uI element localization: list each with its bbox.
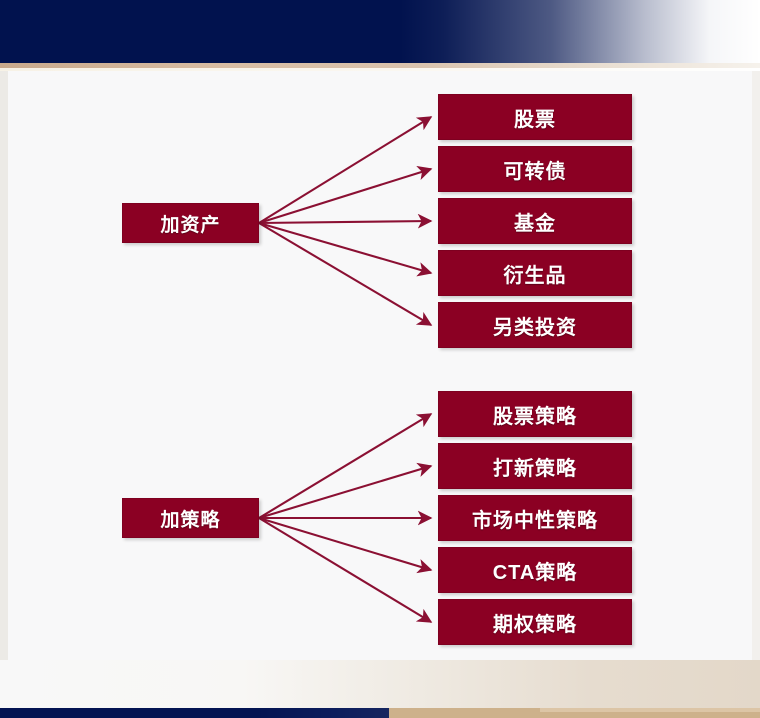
footer-navy-bar — [0, 708, 389, 718]
source-node-assets[interactable]: 加资产 — [122, 203, 259, 243]
footer-gold-bar-highlight — [540, 708, 760, 712]
arrow-strategies-1 — [258, 413, 433, 519]
left-margin-strip — [0, 71, 8, 686]
header-banner-gradient — [400, 0, 760, 63]
arrow-strategies-4 — [258, 516, 433, 574]
leaf-node-asset-2[interactable]: 可转债 — [438, 146, 632, 192]
arrow-assets-4 — [258, 221, 433, 277]
leaf-node-strategy-1[interactable]: 股票策略 — [438, 391, 632, 437]
leaf-node-strategy-3[interactable]: 市场中性策略 — [438, 495, 632, 541]
arrow-assets-5 — [258, 222, 433, 326]
arrow-strategies-2 — [258, 462, 433, 520]
footer-navy-bar-fade — [255, 708, 389, 718]
leaf-node-asset-1[interactable]: 股票 — [438, 94, 632, 140]
arrow-group-assets — [258, 116, 433, 326]
leaf-node-strategy-5[interactable]: 期权策略 — [438, 599, 632, 645]
leaf-node-asset-3[interactable]: 基金 — [438, 198, 632, 244]
leaf-node-asset-4[interactable]: 衍生品 — [438, 250, 632, 296]
leaf-node-strategy-4[interactable]: CTA策略 — [438, 547, 632, 593]
header-gold-rule-highlight — [0, 68, 760, 71]
footer-gradient-wash — [0, 660, 760, 708]
leaf-node-strategy-2[interactable]: 打新策略 — [438, 443, 632, 489]
header-gold-rule — [0, 63, 760, 68]
leaf-node-asset-5[interactable]: 另类投资 — [438, 302, 632, 348]
source-node-strategies[interactable]: 加策略 — [122, 498, 259, 538]
arrow-assets-2 — [258, 165, 433, 225]
arrow-group-strategies — [258, 413, 433, 623]
arrow-assets-1 — [258, 116, 433, 224]
arrow-strategies-5 — [258, 517, 433, 623]
arrow-assets-3 — [258, 213, 433, 229]
right-margin-strip — [752, 71, 760, 686]
